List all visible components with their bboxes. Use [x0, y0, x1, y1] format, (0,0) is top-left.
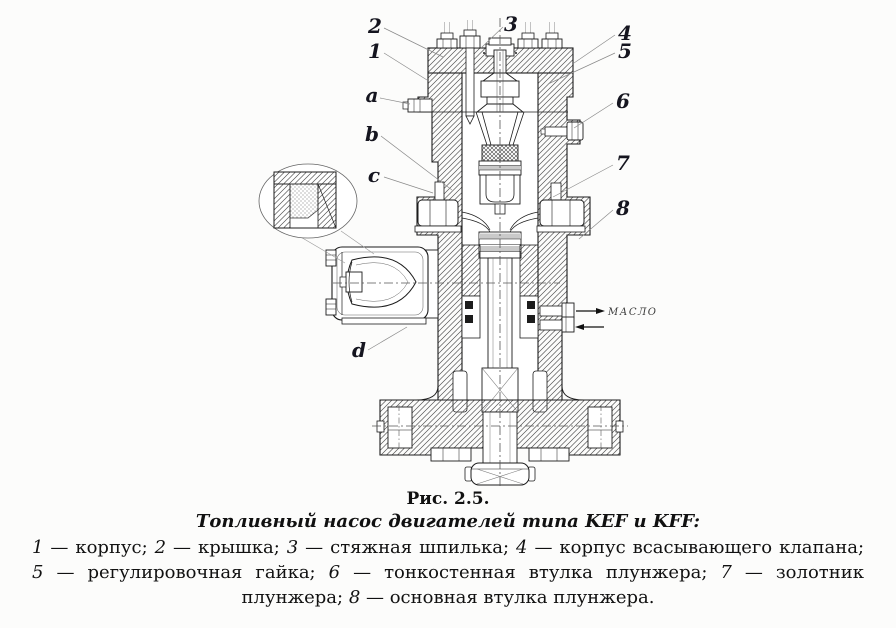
legend-item-text: — золотник плунжера;	[241, 562, 864, 608]
legend-item-number: 7	[720, 562, 732, 583]
legend-item-number: 4	[516, 537, 528, 558]
side-plug	[402, 98, 433, 113]
side-valve-assembly	[325, 246, 439, 325]
callout-b: b	[365, 122, 379, 146]
callout-7: 7	[616, 151, 630, 175]
callout-6: 6	[616, 89, 630, 113]
legend-item: 2 — крышка;	[155, 537, 287, 558]
oil-arrow-right-icon	[576, 308, 605, 314]
callout-2: 2	[367, 14, 382, 38]
legend-item-text: — корпус;	[43, 537, 155, 558]
callout-1: 1	[368, 39, 382, 63]
callout-5: 5	[618, 39, 632, 63]
callout-labels: 2 1 a b c 3 4 5 6 7 8 d	[352, 12, 632, 362]
legend-item: 4 — корпус всасывающего клапана;	[516, 537, 864, 558]
packing-glands	[461, 295, 539, 339]
figure-caption: Рис. 2.5. Топливный насос двигателей тип…	[0, 489, 896, 610]
callout-a: a	[366, 83, 379, 107]
leader-lines	[367, 26, 616, 351]
callout-c: c	[368, 163, 380, 187]
legend-item: 7 — золотник плунжера;	[242, 562, 864, 608]
bolt	[436, 22, 458, 49]
callout-8: 8	[615, 196, 630, 220]
legend-item-text: — корпус всасывающего клапана;	[527, 537, 865, 558]
legend-item-text: — тонкостенная втулка плунжера;	[340, 562, 721, 583]
detail-inset	[258, 163, 375, 264]
legend-item-text: — крышка;	[166, 537, 287, 558]
figure-title: Топливный насос двигателей типа KEF и KF…	[195, 511, 701, 532]
centerlines	[333, 18, 628, 487]
right-wall	[537, 72, 591, 401]
oil-label: МАСЛО	[607, 307, 658, 318]
legend-item-number: 2	[154, 537, 167, 558]
pinch-curves	[461, 211, 539, 233]
figure-number: Рис. 2.5.	[406, 489, 490, 509]
legend-item-text: — стяжная шпилька;	[298, 537, 517, 558]
tie-stud	[459, 20, 481, 125]
cover-bolts	[436, 22, 563, 49]
callout-3: 3	[504, 12, 518, 36]
pump-housing-walls	[416, 72, 591, 401]
legend-item: 1 — корпус;	[32, 537, 155, 558]
flange-nuts	[414, 181, 586, 233]
legend-item-text: — регулировочная гайка;	[43, 562, 329, 583]
legend-item-number: 3	[286, 537, 299, 558]
oil-arrow-left-icon	[575, 324, 604, 330]
legend-item: 3 — стяжная шпилька;	[287, 537, 516, 558]
bolt	[541, 22, 563, 49]
callout-4: 4	[618, 21, 632, 45]
legend-item: 8 — основная втулка плунжера.	[349, 587, 655, 608]
legend-item-number: 1	[32, 537, 44, 558]
legend-item-number: 6	[328, 562, 341, 583]
legend-item: 6 — тонкостенная втулка плунжера;	[329, 562, 721, 583]
legend-item: 5 — регулировочная гайка;	[32, 562, 329, 583]
plunger-funnel	[475, 111, 525, 146]
legend-item-text: — основная втулка плунжера.	[360, 587, 655, 608]
fuel-pump-section-drawing: МАСЛО 2 1 a b c 3 4 5 6 7 8 d	[258, 12, 658, 487]
oil-flow: МАСЛО	[575, 307, 658, 330]
left-wall	[416, 72, 463, 401]
oil-ports	[539, 302, 575, 333]
callout-d: d	[352, 338, 366, 362]
bolt	[517, 22, 539, 49]
legend-item-number: 5	[32, 562, 44, 583]
right-side-bolt	[540, 121, 584, 141]
legend-item-number: 8	[348, 587, 361, 608]
figure-legend: 1 — корпус; 2 — крышка; 3 — стяжная шпил…	[32, 535, 864, 610]
